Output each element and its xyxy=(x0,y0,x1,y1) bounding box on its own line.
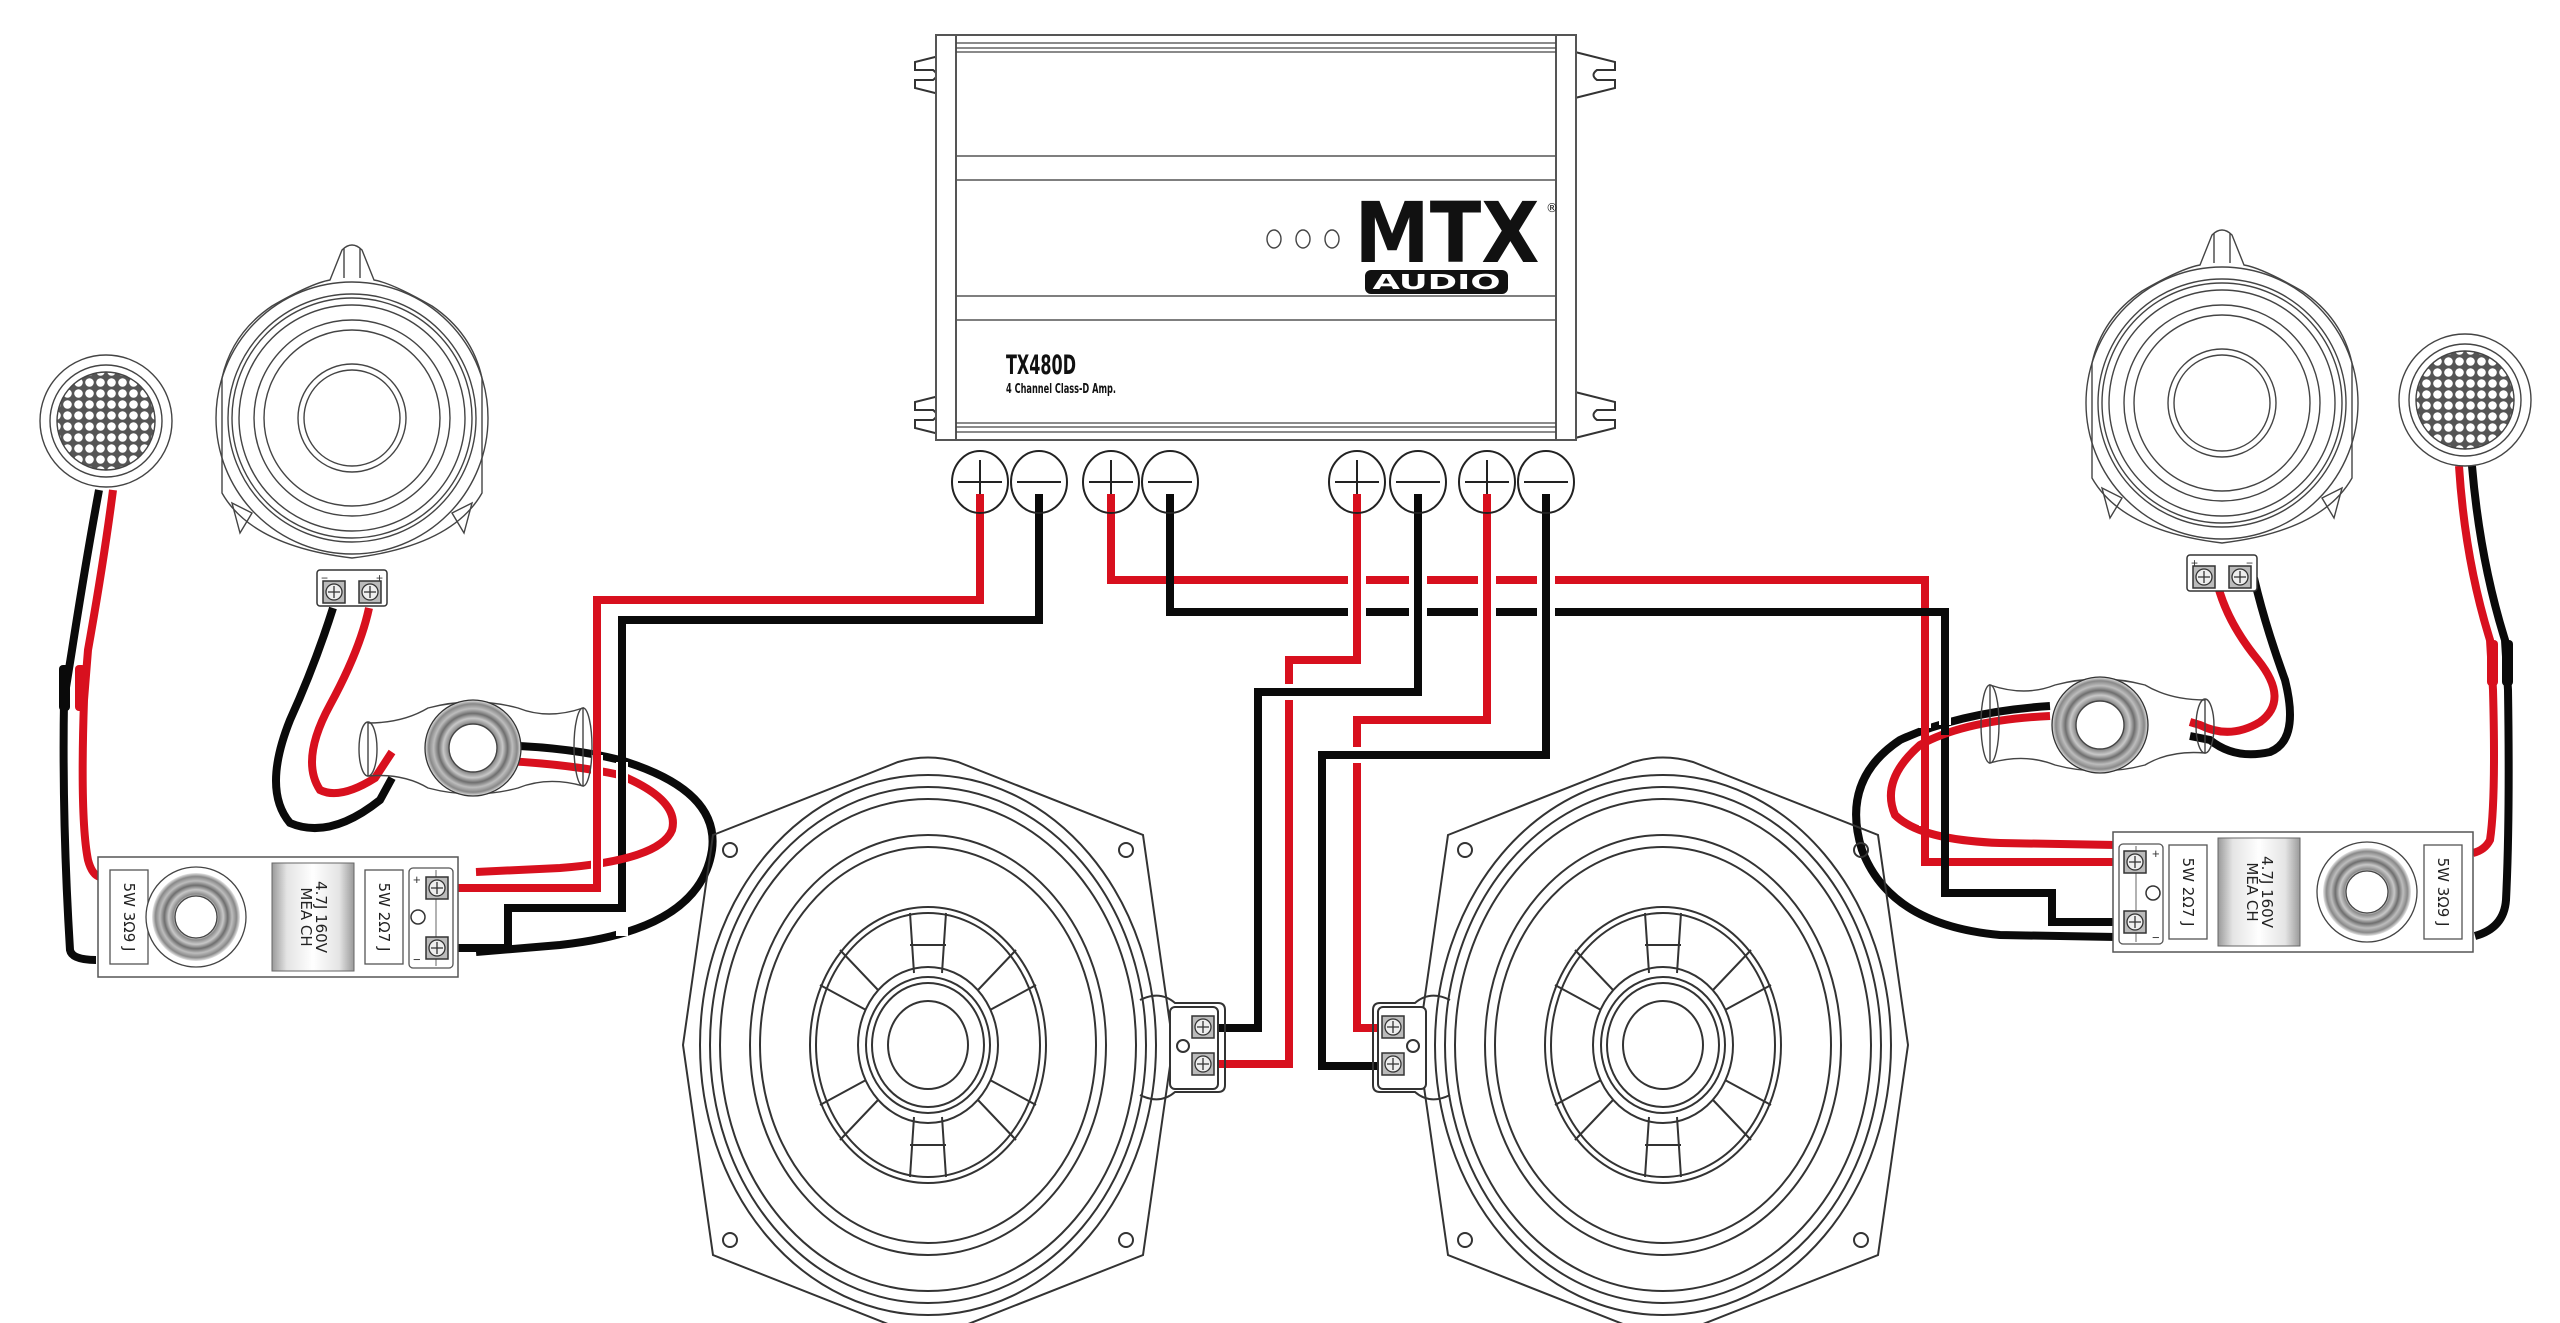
right-tweeter xyxy=(2398,333,2532,467)
left-midrange: − + xyxy=(215,244,489,607)
right-woofer-terminal xyxy=(1372,994,1451,1101)
right-woofer xyxy=(1417,756,1909,1323)
terminal-minus-label: − xyxy=(413,952,421,967)
wire-right-tweeter-negative xyxy=(2468,465,2513,940)
wiring xyxy=(59,465,2513,1070)
amp-terminal-3-positive xyxy=(1082,450,1140,514)
right-inline-tweeter xyxy=(1980,676,2215,774)
wire-left-mid-positive xyxy=(308,607,396,797)
resistor-2-label: 5W 3Ω9 J xyxy=(2434,858,2452,927)
resistor-1 xyxy=(2168,844,2208,940)
right-crossover: + − 5W 2Ω7 J 4.7J 160V MEA CH 5W 3Ω9 J xyxy=(2112,831,2474,953)
amp-terminal-7-positive xyxy=(1458,450,1516,514)
amp-terminal-1-positive xyxy=(951,450,1009,514)
wire-right-tweeter-positive xyxy=(2455,465,2498,857)
midrange-terminal-block: + − xyxy=(2186,554,2258,592)
amplifier: MTX ® AUDIO TX480D 4 Channel Class-D Amp… xyxy=(914,34,1616,441)
amp-model: TX480D xyxy=(1006,350,1076,381)
resistor-1-label: 5W 3Ω9 J xyxy=(120,883,138,952)
brand-mark: MTX xyxy=(1355,184,1540,282)
mount-tab xyxy=(1574,51,1616,99)
capacitor-label-2: MEA CH xyxy=(297,887,315,946)
right-midrange: + − xyxy=(2085,229,2359,592)
terminal-minus-label: − xyxy=(2152,930,2160,945)
amp-terminals xyxy=(951,450,1575,514)
left-woofer-terminal xyxy=(1139,994,1226,1101)
mtx-logo: MTX ® AUDIO xyxy=(1355,184,1558,294)
wire-left-mid-negative xyxy=(272,606,396,833)
amp-terminal-8-negative xyxy=(1517,450,1575,514)
wire-right-mid-negative xyxy=(2189,577,2294,759)
capacitor xyxy=(2217,837,2301,947)
wire-ch1-positive xyxy=(442,500,984,892)
resistor-1-label: 5W 2Ω7 J xyxy=(2179,858,2197,927)
amp-terminal-5-positive xyxy=(1328,450,1386,514)
amp-terminal-2-negative xyxy=(1010,450,1068,514)
brand-sub: AUDIO xyxy=(1373,270,1501,294)
capacitor-label-1: 4.7J 160V xyxy=(2258,856,2276,929)
capacitor xyxy=(271,862,355,972)
wire-ch4-positive xyxy=(1353,500,1491,1032)
resistor-2-label: 5W 2Ω7 J xyxy=(375,883,393,952)
wire-left-tweeter-positive xyxy=(78,489,117,881)
indicator-leds xyxy=(1266,229,1340,249)
amp-terminal-4-negative xyxy=(1141,450,1199,514)
amp-description: 4 Channel Class-D Amp. xyxy=(1006,382,1116,397)
capacitor-label-1: 4.7J 160V xyxy=(312,881,330,954)
terminal-minus: − xyxy=(2246,556,2253,570)
left-tweeter xyxy=(39,354,173,488)
mount-tab xyxy=(1574,391,1616,439)
resistor-2 xyxy=(2423,844,2463,940)
wire-ch4-negative xyxy=(1318,500,1550,1070)
amp-terminal-6-negative xyxy=(1389,450,1447,514)
wire-ch3-positive xyxy=(1210,500,1361,1068)
terminal-plus: + xyxy=(2191,556,2198,570)
wire-ch2-positive xyxy=(1107,500,2142,866)
terminal-plus-label: + xyxy=(413,872,421,887)
terminal-plus: + xyxy=(376,571,383,585)
terminal-plus-label: + xyxy=(2152,846,2160,861)
resistor-1 xyxy=(109,869,149,965)
wire-left-inline-tweeter-positive xyxy=(475,756,677,876)
capacitor-label-2: MEA CH xyxy=(2243,862,2261,921)
wire-left-tweeter-negative xyxy=(59,489,103,964)
resistor-2 xyxy=(364,869,404,965)
wire-ch1-negative xyxy=(444,500,1043,952)
left-crossover: 5W 3Ω9 J 4.7J 160V MEA CH 5W 2Ω7 J + − xyxy=(97,856,459,978)
wire-right-inline-tweeter-negative xyxy=(1852,702,2117,941)
wire-ch3-negative xyxy=(1210,500,1422,1032)
midrange-terminal-block: − + xyxy=(316,569,388,607)
wire-right-mid-positive xyxy=(2188,577,2279,736)
registered-mark: ® xyxy=(1546,201,1558,215)
left-woofer xyxy=(682,756,1174,1323)
terminal-minus: − xyxy=(321,571,328,585)
wire-left-inline-tweeter-negative xyxy=(475,741,717,956)
